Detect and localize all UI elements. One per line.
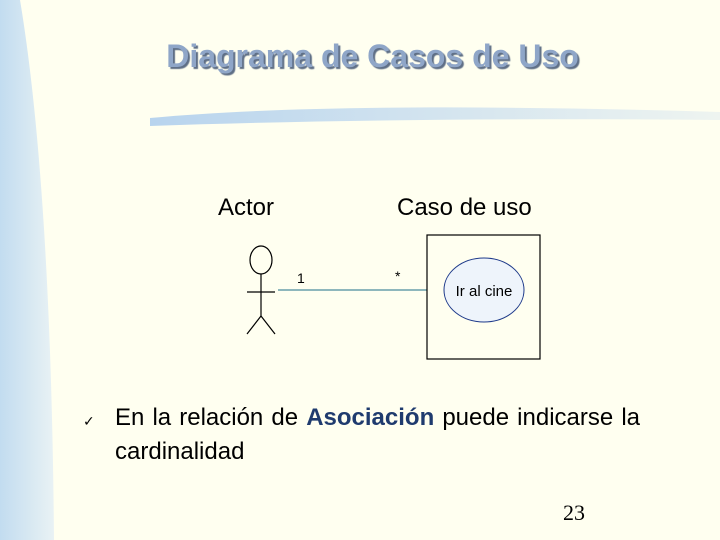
- checkmark-bullet-icon: ✓: [83, 414, 95, 430]
- use-case-ellipse: [443, 257, 525, 323]
- title-underline-swoosh: [150, 107, 720, 126]
- body-keyword: Asociación: [306, 404, 435, 431]
- multiplicity-actor-end: 1: [297, 270, 305, 286]
- slide-title: Diagrama de Casos de Uso: [166, 38, 579, 74]
- body-paragraph: En la relación de Asociación puede indic…: [115, 401, 640, 469]
- body-text-after: puede indicarse la cardinalidad: [115, 404, 641, 465]
- left-band-shape: [0, 0, 54, 540]
- actor-right-leg: [260, 315, 276, 335]
- use-case-name: Ir al cine: [456, 283, 513, 300]
- body-text-before: En la relación de: [115, 404, 307, 431]
- page-number: 23: [563, 500, 585, 525]
- actor-head: [249, 245, 273, 275]
- use-case-label: Caso de uso: [397, 194, 532, 221]
- actor-left-leg: [246, 315, 262, 335]
- multiplicity-use-case-end: *: [395, 268, 401, 284]
- actor-label: Actor: [218, 194, 275, 221]
- actor-stick-figure: [246, 245, 276, 335]
